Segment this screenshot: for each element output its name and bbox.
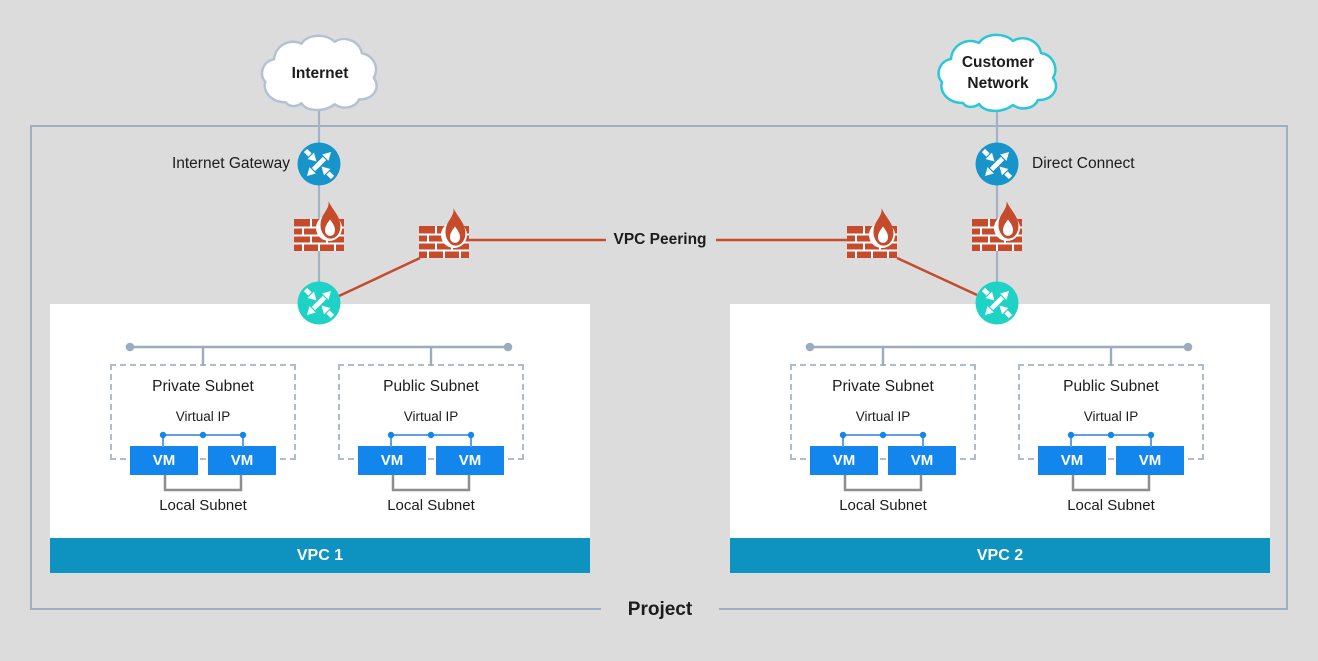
- vm-box: VM: [208, 446, 276, 475]
- vpc2-public-subnet-box: Public Subnet Virtual IP VM VM Local Sub…: [1018, 364, 1204, 514]
- vpc2-label-bar: VPC 2: [730, 538, 1270, 573]
- vm-box: VM: [358, 446, 426, 475]
- virtual-ip-label: Virtual IP: [175, 409, 231, 424]
- subnet-title: Private Subnet: [152, 378, 254, 395]
- vpc1-box: Private Subnet Virtual IP VM VM Local Su…: [50, 304, 590, 573]
- vm-box: VM: [1116, 446, 1184, 475]
- vm-box: VM: [810, 446, 878, 475]
- vm-box: VM: [888, 446, 956, 475]
- vm-box: VM: [1038, 446, 1106, 475]
- vpc-peering-label: VPC Peering: [613, 231, 707, 248]
- local-subnet-label: Local Subnet: [387, 497, 475, 514]
- local-subnet-label: Local Subnet: [159, 497, 247, 514]
- local-subnet-label: Local Subnet: [839, 497, 927, 514]
- firewall-icon: [972, 200, 1030, 252]
- vpc2-box: Private Subnet Virtual IP VM VM Local Su…: [730, 304, 1270, 573]
- internet-label: Internet: [291, 65, 349, 82]
- vpc1-label-bar: VPC 1: [50, 538, 590, 573]
- subnet-title: Public Subnet: [383, 378, 479, 395]
- firewall-icon: [294, 200, 352, 252]
- subnet-title: Public Subnet: [1063, 378, 1159, 395]
- vpc1-public-subnet-box: Public Subnet Virtual IP VM VM Local Sub…: [338, 364, 524, 514]
- vm-box: VM: [436, 446, 504, 475]
- direct-connect-router-icon: [975, 142, 1019, 186]
- internet-gateway-label: Internet Gateway: [171, 155, 290, 172]
- vpc1-private-subnet-box: Private Subnet Virtual IP VM VM Local Su…: [110, 364, 296, 514]
- direct-connect-label: Direct Connect: [1032, 155, 1135, 172]
- virtual-ip-label: Virtual IP: [403, 409, 459, 424]
- local-subnet-label: Local Subnet: [1067, 497, 1155, 514]
- vpc2-router-icon: [975, 281, 1019, 325]
- virtual-ip-label: Virtual IP: [1083, 409, 1139, 424]
- internet-gateway-router-icon: [297, 142, 341, 186]
- vm-box: VM: [130, 446, 198, 475]
- firewall-icon: [419, 207, 477, 259]
- project-label: Project: [601, 594, 719, 626]
- subnet-title: Private Subnet: [832, 378, 934, 395]
- customer-network-label: Customer Network: [961, 54, 1035, 92]
- vpc2-private-subnet-box: Private Subnet Virtual IP VM VM Local Su…: [790, 364, 976, 514]
- virtual-ip-label: Virtual IP: [855, 409, 911, 424]
- firewall-icon: [847, 207, 905, 259]
- vpc1-router-icon: [297, 281, 341, 325]
